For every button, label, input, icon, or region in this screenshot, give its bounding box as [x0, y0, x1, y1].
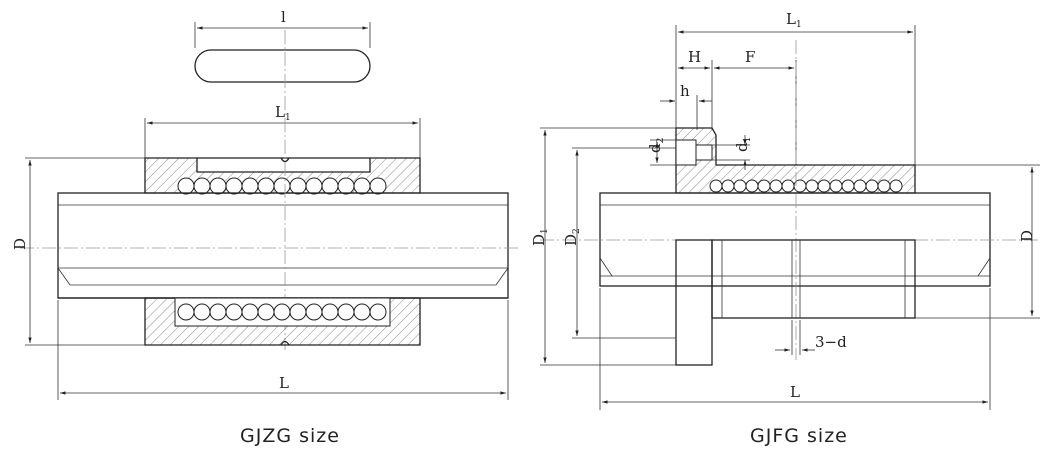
key-part — [194, 22, 371, 83]
label-H: H — [688, 48, 701, 66]
ball — [769, 179, 783, 193]
ball — [209, 177, 227, 195]
ball — [369, 303, 387, 321]
ball — [321, 303, 339, 321]
ball — [305, 177, 323, 195]
lower-balls — [177, 303, 387, 321]
gjzg-drawing: l L1 D L — [11, 8, 520, 400]
caption-gjzg: GJZG size — [240, 425, 340, 447]
shaft — [599, 192, 991, 287]
flange-lower — [675, 239, 916, 366]
ball — [337, 303, 355, 321]
ball — [273, 303, 291, 321]
ball — [805, 179, 819, 193]
ball — [353, 177, 371, 195]
ball — [877, 179, 891, 193]
ball — [241, 177, 259, 195]
ball — [241, 303, 259, 321]
ball — [177, 177, 195, 195]
ball — [225, 177, 243, 195]
label-L: L — [279, 374, 289, 392]
ball — [225, 303, 243, 321]
ball — [781, 179, 795, 193]
ball — [305, 303, 323, 321]
gjfg-drawing: L1 H F h d2 d1 D1 D2 D 3−d L — [530, 10, 1040, 410]
ball — [853, 179, 867, 193]
label-l: l — [281, 8, 286, 26]
ball — [889, 179, 903, 193]
ball — [273, 177, 291, 195]
ball — [829, 179, 843, 193]
ball — [337, 177, 355, 195]
ball — [177, 303, 195, 321]
label-D2: D2 — [562, 228, 582, 246]
ball — [757, 179, 771, 193]
ball — [289, 177, 307, 195]
ball — [733, 179, 747, 193]
shaft — [57, 192, 509, 299]
ball — [321, 177, 339, 195]
label-D: D — [1018, 230, 1036, 242]
label-h: h — [680, 82, 690, 100]
ball — [817, 179, 831, 193]
ball — [257, 177, 275, 195]
label-d1: d1 — [733, 137, 753, 152]
label-3-d: 3−d — [815, 333, 847, 351]
label-d2: d2 — [646, 138, 666, 153]
caption-gjfg: GJFG size — [750, 425, 848, 447]
label-L1: L1 — [786, 10, 802, 30]
ball — [209, 303, 227, 321]
ball — [289, 303, 307, 321]
ball — [353, 303, 371, 321]
label-F: F — [745, 48, 755, 66]
ball — [193, 303, 211, 321]
ball — [709, 179, 723, 193]
ball — [721, 179, 735, 193]
ball — [257, 303, 275, 321]
ball — [841, 179, 855, 193]
label-D1: D1 — [530, 228, 550, 246]
ball — [369, 177, 387, 195]
upper-balls — [177, 177, 387, 195]
ball — [865, 179, 879, 193]
label-D: D — [11, 238, 29, 250]
ball — [193, 177, 211, 195]
label-L: L — [790, 383, 800, 401]
upper-balls — [709, 179, 903, 193]
ball — [745, 179, 759, 193]
label-L1: L1 — [275, 103, 291, 123]
